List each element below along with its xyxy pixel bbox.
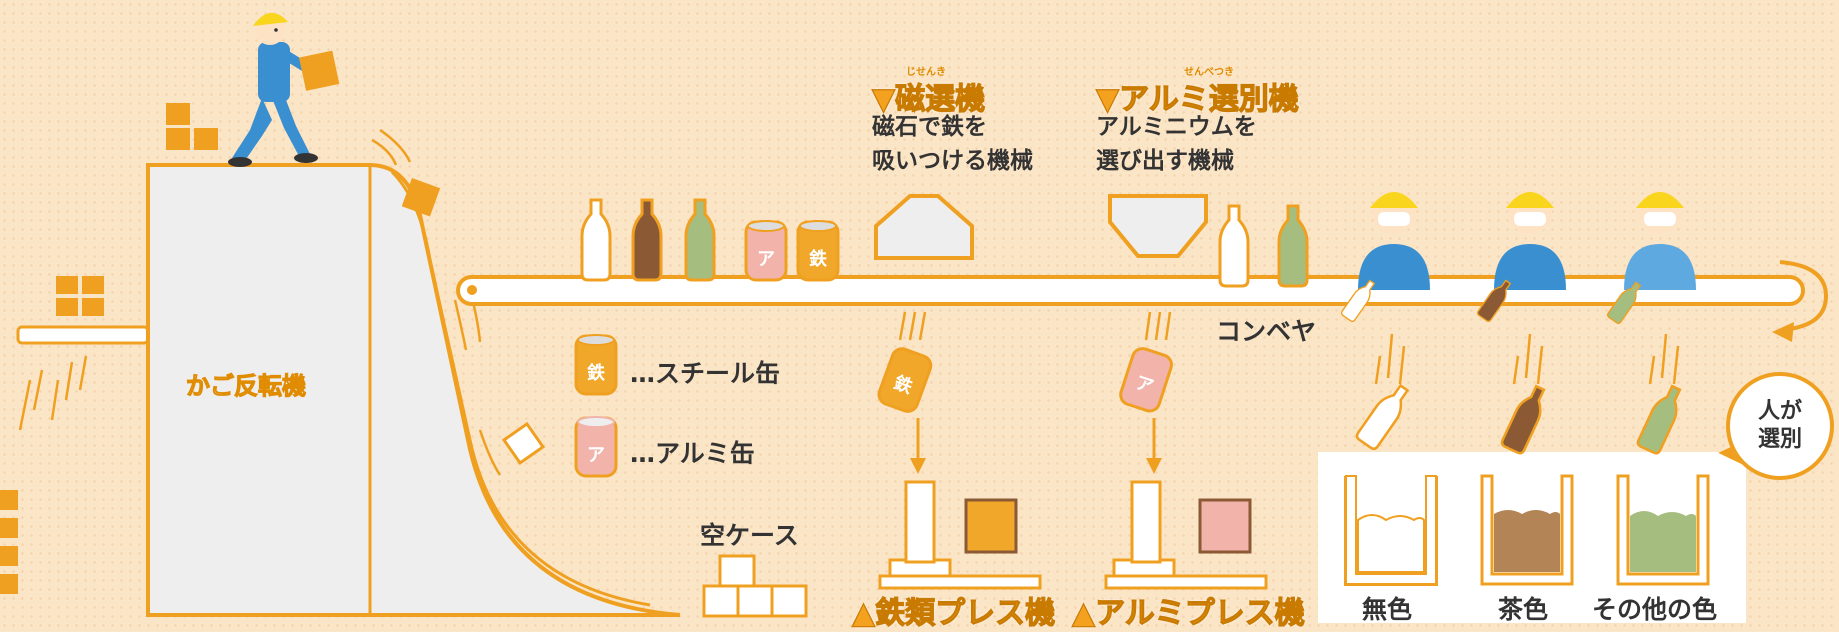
magnetic-separator-desc-1: 磁石で鉄を [872,114,987,140]
sorting-worker-3 [1605,190,1696,326]
bottle-green-2 [1277,204,1309,288]
crate-stack-top [166,103,218,150]
basket-flipper-label: かご反転機 [186,372,307,401]
magnetic-separator-title: ▼磁選機 [871,81,986,117]
iron-press-machine [878,480,1042,590]
magnetic-separator-desc-2: 吸いつける機械 [872,148,1033,174]
bin-label-colorless: 無色 [1362,595,1413,624]
worker-carrying-crate [228,12,340,167]
magnetic-separator-machine: 鉄 [874,194,974,474]
can-aluminum-mark: ア [757,249,775,270]
speech-bubble: 人が 選別 [1726,372,1834,480]
legend-steel-can-text: …スチール缶 [630,359,781,388]
empty-case-label: 空ケース [700,521,799,550]
steel-can-falling: 鉄 [877,347,933,413]
can-steel-on-belt: 鉄 [796,220,840,282]
aluminum-separator-desc-2: 選び出す機械 [1096,148,1234,174]
aluminum-press-machine [1104,480,1268,590]
bin-colorless [1344,475,1438,586]
bottle-green-1 [684,198,716,282]
bottle-clear-1 [580,198,612,282]
svg-text:ア: ア [587,445,605,466]
svg-text:ア: ア [1133,372,1157,398]
aluminum-can-falling: ア [1119,347,1173,413]
speech-bubble-line-2: 選別 [1757,427,1802,452]
aluminum-separator-desc-1: アルミニウムを [1096,114,1257,140]
sorting-worker-1 [1339,190,1430,324]
bin-label-other: その他の色 [1592,595,1718,624]
crate-stack-left [56,276,104,316]
crate-stack-edge [0,490,18,594]
can-aluminum-on-belt: ア [744,220,788,282]
aluminum-separator-title: ▼アルミ選別機 [1095,81,1299,117]
falling-crate-2 [501,421,546,466]
falling-crate-1 [401,178,441,217]
iron-press-label: ▲鉄類プレス機 [851,595,1056,631]
bin-brown [1480,474,1574,586]
aluminum-press-label: ▲アルミプレス機 [1071,595,1305,631]
falling-bottle-clear [1353,379,1416,452]
sorting-worker-2 [1475,190,1566,324]
legend-aluminum-can-text: …アルミ缶 [630,439,755,468]
svg-text:鉄: 鉄 [587,362,605,384]
bin-other-colors [1616,474,1710,586]
legend-steel-can: 鉄 [574,334,618,396]
aluminum-separator-ruby: せんべつき [1184,67,1234,78]
bottle-brown-1 [631,198,663,282]
can-steel-mark: 鉄 [809,248,827,270]
bin-label-brown: 茶色 [1498,595,1549,624]
empty-case-stack [702,554,808,618]
motion-lines-left [18,355,88,431]
falling-bottle-brown [1499,381,1553,456]
input-shelf [0,276,150,594]
conveyor-label: コンベヤ [1216,317,1317,346]
aluminum-separator-machine: ア [1108,194,1208,474]
main-conveyor [456,260,1829,342]
bottle-clear-2 [1218,204,1250,288]
basket-flipper-machine [146,103,681,617]
magnetic-separator-ruby: じせんき [906,67,946,78]
speech-bubble-line-1: 人が [1757,399,1802,424]
falling-bottle-green [1635,381,1689,456]
legend-aluminum-can: ア [574,416,618,478]
